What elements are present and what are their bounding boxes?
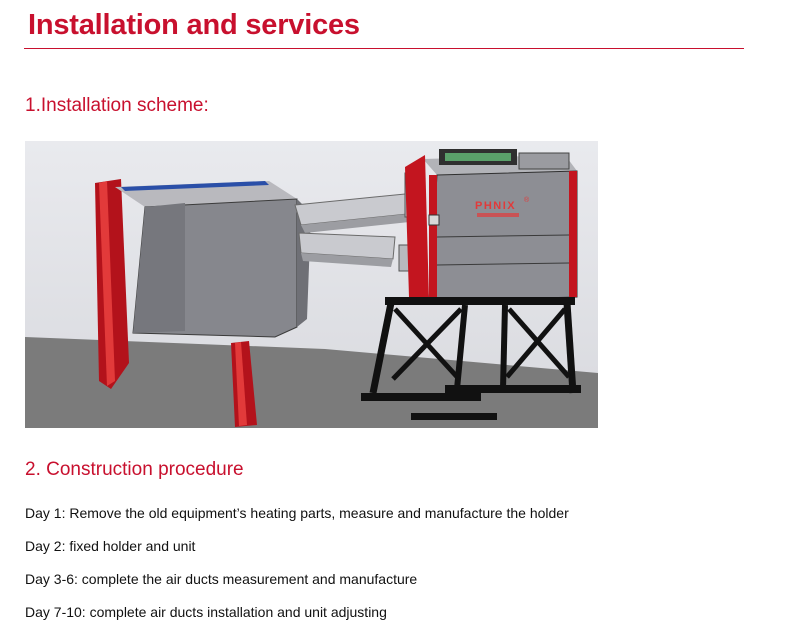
procedure-step-list: Day 1: Remove the old equipment’s heatin… [25, 504, 569, 636]
floor [25, 337, 598, 428]
right-unit-red-frame-left [405, 155, 429, 301]
right-unit-red-frame-right [569, 171, 577, 297]
procedure-step: Day 2: fixed holder and unit [25, 538, 196, 554]
brand-registered-mark: ® [524, 196, 530, 204]
brand-logo-text: PHNIX [475, 200, 516, 212]
title-divider [24, 48, 744, 49]
construction-procedure-heading: 2. Construction procedure [25, 459, 244, 480]
brand-subtitle-mark [477, 213, 519, 217]
installation-scheme-heading: 1.Installation scheme: [25, 95, 209, 116]
installation-scheme-illustration: PHNIX ® [25, 141, 598, 428]
black-support-stand [361, 297, 581, 420]
bolt-fitting [428, 214, 440, 226]
page-title: Installation and services [28, 9, 360, 41]
procedure-step: Day 3-6: complete the air ducts measurem… [25, 571, 418, 587]
procedure-step: Day 1: Remove the old equipment’s heatin… [25, 505, 569, 521]
procedure-step: Day 7-10: complete air ducts installatio… [25, 604, 387, 620]
unit-blue-edge [121, 181, 269, 191]
